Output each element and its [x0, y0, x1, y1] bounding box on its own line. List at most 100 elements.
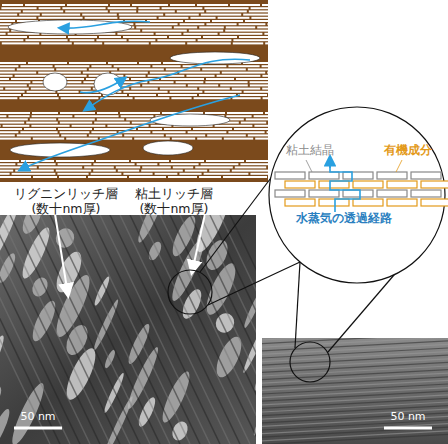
clay-sheet	[57, 173, 88, 175]
clay-sheet	[59, 94, 101, 96]
clay-sheet	[33, 176, 57, 178]
clay-sheet	[72, 125, 106, 127]
clay-brick	[343, 172, 373, 179]
clay-sheet	[233, 39, 274, 41]
clay-brick	[343, 190, 373, 197]
clay-sheet	[246, 118, 270, 120]
clay-sheet	[56, 170, 91, 172]
clay-sheet	[149, 81, 173, 83]
tem-streak	[70, 215, 180, 444]
clay-sheet	[0, 23, 11, 25]
clay-sheet	[20, 65, 52, 67]
clay-sheet	[57, 91, 78, 93]
clay-sheet	[56, 68, 87, 70]
tem-streak	[130, 215, 240, 444]
clay-sheet	[19, 14, 40, 16]
clay-sheet	[137, 163, 158, 165]
clay-sheet	[0, 62, 26, 64]
clay-sheet	[119, 14, 163, 16]
clay-sheet	[0, 91, 25, 93]
clay-sheet	[142, 166, 171, 168]
clay-sheet	[129, 94, 156, 96]
zoom-circle	[269, 107, 445, 283]
clay-sheet	[0, 97, 17, 99]
clay-sheet	[228, 131, 264, 133]
clay-sheet	[88, 176, 127, 178]
clay-sheet	[197, 138, 222, 140]
clay-sheet	[123, 173, 152, 175]
clay-sheet	[138, 128, 162, 130]
clay-sheet	[108, 7, 137, 9]
clay-brick	[411, 172, 441, 179]
clay-sheet	[56, 160, 94, 162]
tem-streak	[100, 215, 210, 444]
clay-sheet	[245, 20, 275, 22]
clay-sheet	[243, 14, 286, 16]
clay-sheet	[162, 7, 203, 9]
clay-sheet	[209, 170, 230, 172]
clay-sheet	[132, 4, 168, 6]
clay-sheet	[0, 14, 17, 16]
clay-sheet	[30, 118, 56, 120]
clay-sheet	[0, 115, 6, 117]
clay-sheet	[156, 33, 182, 35]
clay-sheet	[248, 68, 278, 70]
clay-sheet	[185, 20, 210, 22]
clay-sheet	[152, 65, 180, 67]
clay-sheet	[2, 4, 23, 6]
clay-sheet	[222, 72, 265, 74]
clay-sheet	[204, 7, 248, 9]
clay-sheet	[249, 10, 292, 12]
clay-sheet	[170, 4, 195, 6]
tem-streak	[90, 215, 200, 444]
clay-sheet	[0, 72, 36, 74]
clay-sheet	[65, 10, 108, 12]
clay-sheet	[197, 4, 228, 6]
clay-sheet	[267, 23, 305, 25]
clay-sheet	[199, 94, 236, 96]
clay-brick	[319, 181, 349, 188]
clay-sheet	[250, 81, 275, 83]
clay-sheet	[82, 14, 117, 16]
clay-sheet	[0, 94, 21, 96]
tem-streak	[150, 215, 256, 444]
clay-sheet	[215, 125, 253, 127]
clay-sheet	[91, 131, 116, 133]
clay-sheet	[25, 39, 67, 41]
clay-sheet	[59, 176, 86, 178]
clay-sheet	[85, 17, 118, 19]
leader	[306, 160, 312, 172]
label-text: リグニンリッチ層 (数十nm厚)	[2, 186, 130, 216]
clay-sheet	[0, 68, 15, 70]
clay-brick	[421, 181, 448, 188]
clay-sheet	[68, 36, 97, 38]
clay-sheet	[250, 84, 291, 86]
clay-brick	[309, 172, 339, 179]
clay-sheet	[5, 88, 29, 90]
clay-brick	[387, 181, 417, 188]
clay-sheet	[218, 17, 250, 19]
clay-sheet	[201, 163, 239, 165]
clay-sheet	[172, 138, 195, 140]
tem-texture-small	[262, 338, 448, 444]
tem-streak	[10, 215, 120, 444]
clay-sheet	[17, 68, 54, 70]
clay-sheet	[205, 81, 247, 83]
clay-sheet	[3, 125, 30, 127]
clay-sheet	[217, 75, 261, 77]
clay-sheet	[20, 131, 57, 133]
scale-bar	[14, 427, 62, 430]
lignin-grain	[91, 298, 120, 351]
clay-sheet	[224, 138, 253, 140]
clay-brick	[387, 199, 417, 206]
clay-sheet	[0, 65, 18, 67]
clay-sheet	[240, 163, 272, 165]
clay-sheet	[94, 122, 130, 124]
clay-sheet	[189, 30, 223, 32]
clay-sheet	[147, 20, 183, 22]
clay-sheet	[193, 128, 232, 130]
clay-sheet	[119, 17, 156, 19]
clay-sheet	[141, 170, 183, 172]
clay-sheet	[0, 166, 37, 168]
clay-sheet	[226, 115, 251, 117]
